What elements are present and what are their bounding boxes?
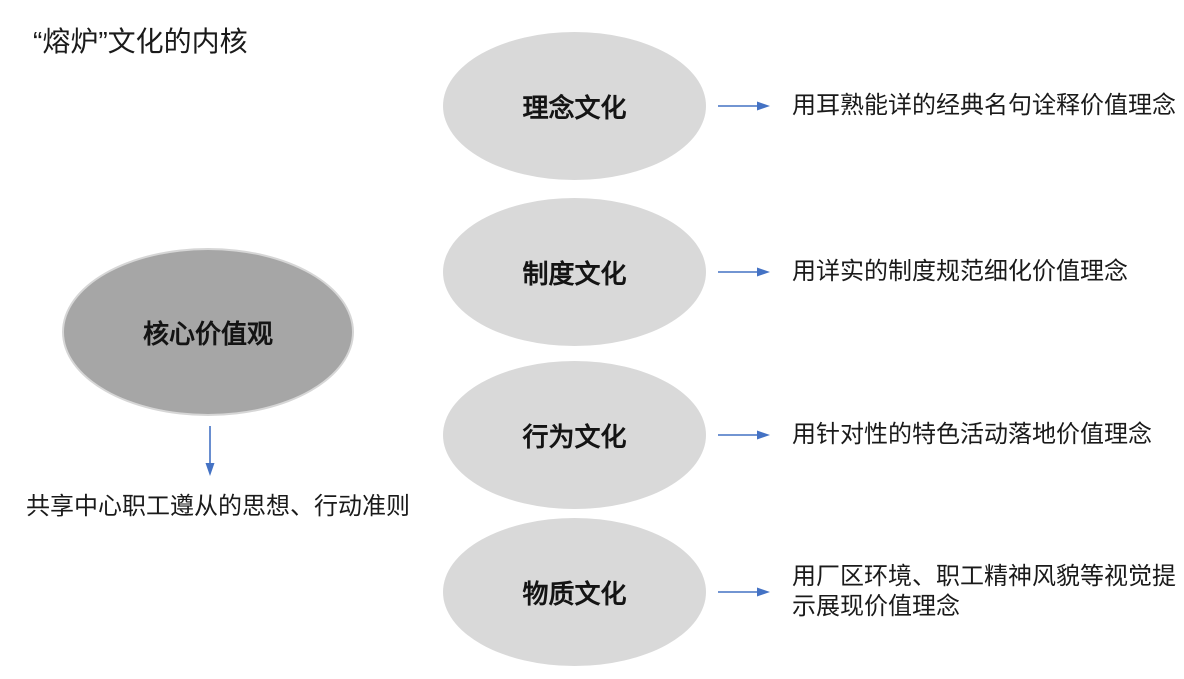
system-culture-description: 用详实的制度规范细化价值理念 [792, 258, 1128, 285]
concept-culture-label: 理念文化 [522, 92, 627, 123]
right-arrow-icon [718, 587, 770, 597]
down-arrow-icon [205, 426, 215, 476]
core-values-caption: 共享中心职工遵从的思想、行动准则 [26, 493, 410, 520]
material-culture-label: 物质文化 [522, 578, 627, 609]
page-title: “熔炉”文化的内核 [33, 26, 248, 57]
category-row-system: 制度文化 用详实的制度规范细化价值理念 [443, 198, 1183, 346]
category-row-behavior: 行为文化 用针对性的特色活动落地价值理念 [443, 361, 1183, 509]
core-values-label: 核心价值观 [142, 318, 273, 349]
concept-culture-description: 用耳熟能详的经典名句诠释价值理念 [792, 92, 1176, 119]
system-culture-label: 制度文化 [522, 258, 627, 289]
concept-culture-ellipse: 理念文化 [443, 32, 706, 180]
category-row-material: 物质文化 用厂区环境、职工精神风貌等视觉提示展现价值理念 [443, 518, 1183, 666]
behavior-culture-ellipse: 行为文化 [443, 361, 706, 509]
category-row-concept: 理念文化 用耳熟能详的经典名句诠释价值理念 [443, 32, 1183, 180]
right-arrow-icon [718, 267, 770, 277]
right-arrow-icon [718, 430, 770, 440]
core-values-ellipse: 核心价值观 [62, 248, 354, 416]
system-culture-ellipse: 制度文化 [443, 198, 706, 346]
material-culture-ellipse: 物质文化 [443, 518, 706, 666]
behavior-culture-label: 行为文化 [522, 421, 627, 452]
behavior-culture-description: 用针对性的特色活动落地价值理念 [792, 421, 1152, 448]
material-culture-description: 用厂区环境、职工精神风貌等视觉提示展现价值理念 [792, 563, 1176, 620]
right-arrow-icon [718, 101, 770, 111]
